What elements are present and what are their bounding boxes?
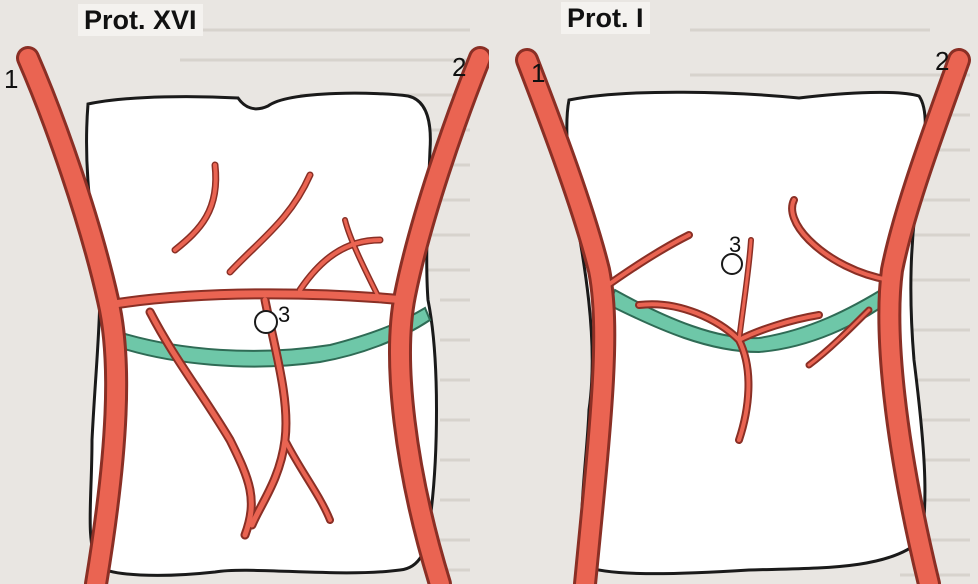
vessel-label-1: 1 (531, 60, 545, 86)
vessel-label-1: 1 (4, 66, 18, 92)
vessel-label-2: 2 (452, 54, 466, 80)
vessel-label-3: 3 (278, 302, 290, 328)
diagram-prot-xvi: Prot. XVI 1 2 3 (0, 0, 489, 584)
vessel-label-3: 3 (729, 232, 741, 258)
panel-title: Prot. XVI (78, 4, 203, 36)
vessel-label-2: 2 (935, 48, 949, 74)
vessel-3-loop (255, 311, 277, 333)
panel-title: Prot. I (561, 2, 650, 34)
diagram-prot-i: Prot. I 1 2 3 (489, 0, 978, 584)
diagram-prot-i-drawing (489, 0, 978, 584)
diagram-prot-xvi-drawing (0, 0, 489, 584)
